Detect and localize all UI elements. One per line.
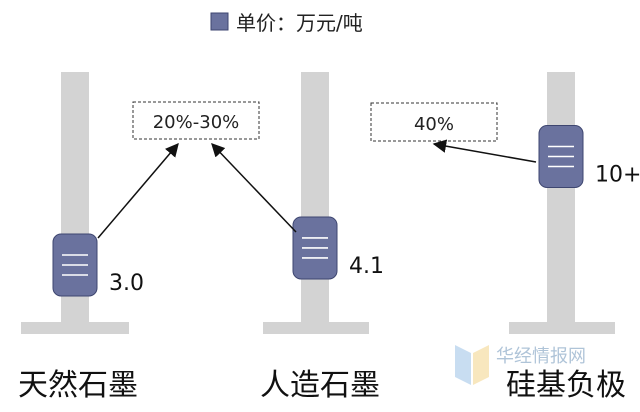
marker-group: 3.0 4.1 10+: [52, 125, 640, 297]
category-label-0: 天然石墨: [18, 368, 138, 403]
value-label-1: 4.1: [349, 254, 384, 279]
annotation-box-0: [132, 101, 260, 140]
category-label-2: 硅基负极: [506, 368, 626, 403]
annotation-label-1: 40%: [414, 114, 454, 135]
value-label-2: 10+: [595, 163, 640, 188]
arrow-1: [211, 143, 297, 233]
legend-label: 单价：万元/吨: [236, 11, 363, 35]
pillar-group: [21, 72, 615, 334]
annotation-label-0: 20%-30%: [153, 112, 240, 133]
pillar-base-2: [509, 322, 615, 334]
arrow-0: [97, 142, 179, 239]
value-label-0: 3.0: [109, 271, 144, 296]
pillar-1: [301, 72, 329, 334]
category-label-1: 人造石墨: [260, 368, 380, 403]
legend-swatch: [210, 12, 229, 31]
watermark-logo: [455, 345, 489, 385]
watermark-text: 华经情报网: [496, 346, 586, 367]
pillar-2: [547, 72, 575, 334]
pillar-base-0: [21, 322, 129, 334]
arrow-2: [432, 139, 537, 163]
pillar-base-1: [263, 322, 369, 334]
